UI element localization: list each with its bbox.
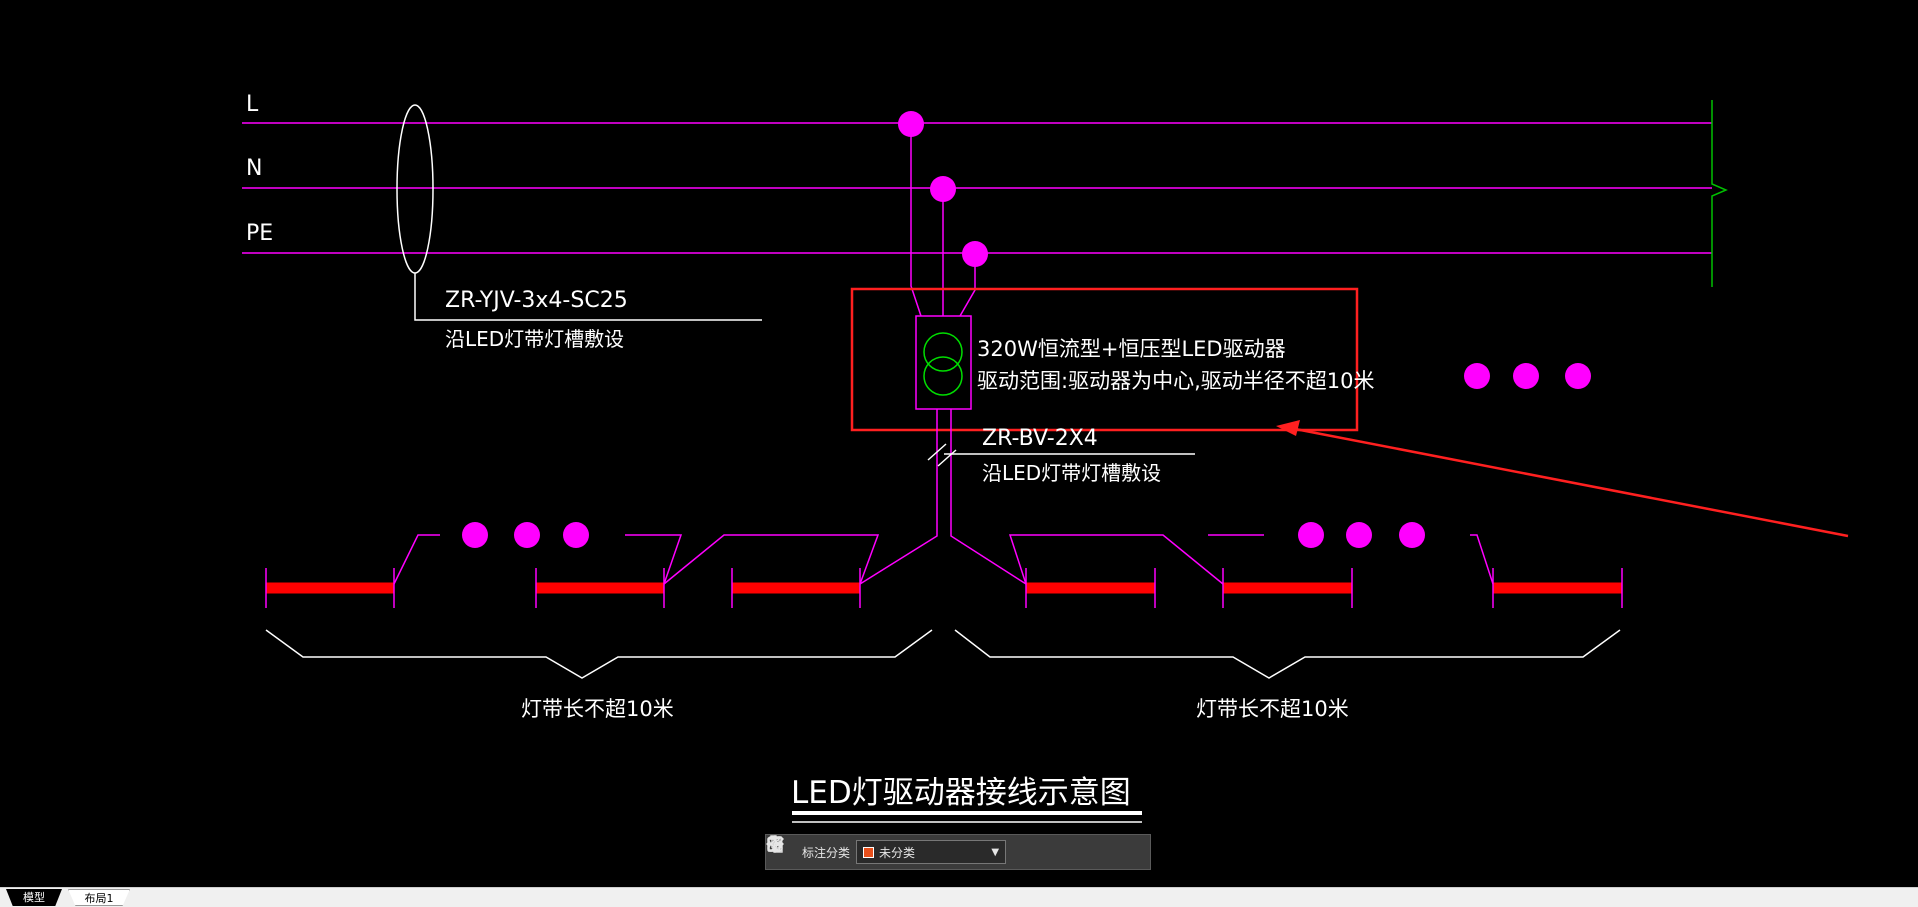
driver-spec-label: 320W恒流型+恒压型LED驱动器 (977, 337, 1286, 361)
move-icon[interactable] (766, 835, 1068, 865)
ellipsis-dot (1565, 363, 1591, 389)
chevron-down-icon: ▼ (991, 846, 1000, 858)
transformer-coil-top (923, 332, 963, 372)
brace-left (265, 629, 933, 679)
tab-layout1[interactable]: 布局1 (68, 889, 130, 906)
ellipsis-dot (1346, 522, 1372, 548)
annotation-box (850, 287, 1359, 432)
output-wire-left (859, 409, 938, 585)
annotation-arrow-head (1276, 420, 1300, 436)
edit-icon[interactable] (768, 836, 1042, 865)
annotation-arrow-line (1289, 426, 1849, 538)
ellipsis-dot (514, 522, 540, 548)
category-select[interactable]: 未分类 ▼ (856, 840, 1007, 864)
feeder-cable-label: ZR-YJV-3x4-SC25 (445, 288, 628, 313)
strip-length-left-label: 灯带长不超10米 (521, 697, 674, 721)
transformer-coil-bottom (923, 356, 963, 396)
strip-link-wires (393, 534, 1494, 585)
ellipsis-dot (1464, 363, 1490, 389)
ellipsis-dot (462, 522, 488, 548)
category-value: 未分类 (879, 845, 916, 860)
driver-range-label: 驱动范围:驱动器为中心,驱动半径不超10米 (977, 369, 1374, 393)
feeder-leader-line (414, 273, 762, 321)
ellipsis-dot (563, 522, 589, 548)
tab-model[interactable]: 模型 (6, 889, 62, 906)
copy-icon[interactable] (768, 836, 1094, 865)
drawing-canvas[interactable]: L N PE ZR-YJV-3x4-SC25 沿LED灯带灯槽敷设 320W恒流… (0, 0, 1918, 887)
branch-tick-2 (937, 449, 957, 467)
strip-end-ticks (265, 568, 1623, 608)
feeder-laying-label: 沿LED灯带灯槽敷设 (445, 327, 624, 351)
layout-tab-bar: 模型 布局1 (0, 887, 1918, 907)
break-line (1711, 100, 1728, 287)
strip-length-right-label: 灯带长不超10米 (1196, 697, 1349, 721)
ellipsis-dot (1399, 522, 1425, 548)
drawing-title: LED灯驱动器接线示意图 (791, 775, 1131, 811)
category-label: 标注分类 (802, 845, 851, 860)
branch-tick-1 (927, 443, 947, 461)
branch-laying-label: 沿LED灯带灯槽敷设 (982, 461, 1161, 485)
ellipsis-dot (1298, 522, 1324, 548)
bus-label-pe: PE (246, 221, 273, 246)
driver-box (915, 315, 972, 410)
brace-right (954, 629, 1621, 679)
output-wire-right (950, 409, 1027, 585)
cable-bundle-ellipse (396, 104, 434, 274)
bus-label-l: L (246, 92, 259, 117)
branch-cable-label: ZR-BV-2X4 (982, 426, 1098, 451)
annotation-toolbar: 标注分类 未分类 ▼ (765, 834, 1151, 870)
paste-icon[interactable] (767, 835, 1120, 865)
category-color-swatch (863, 846, 875, 858)
bus-label-n: N (246, 156, 262, 181)
schematic-svg: L N PE ZR-YJV-3x4-SC25 沿LED灯带灯槽敷设 320W恒流… (242, 92, 1849, 823)
ellipsis-dot (1513, 363, 1539, 389)
drop-wire-l (910, 124, 922, 317)
